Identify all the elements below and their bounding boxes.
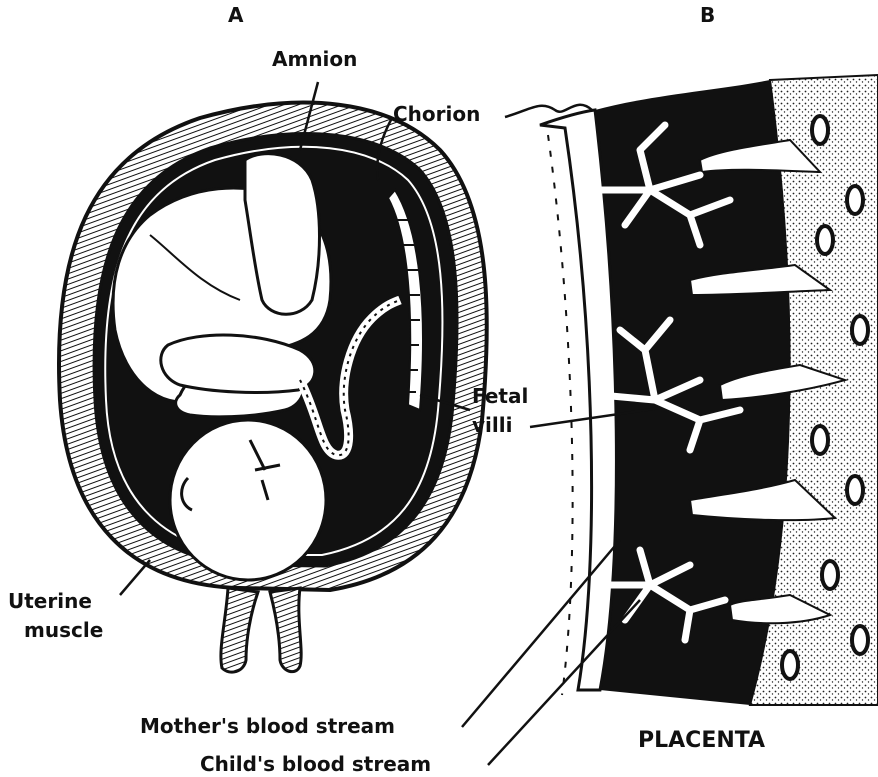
fetus-head (170, 420, 326, 580)
uterine-leader (120, 560, 150, 595)
panel-a-letter: A (228, 3, 244, 27)
placenta-figure (540, 75, 878, 705)
childs-blood-label: Child's blood stream (200, 752, 431, 776)
amnion-label: Amnion (272, 47, 357, 71)
cervix-right (270, 588, 301, 672)
mothers-blood-label: Mother's blood stream (140, 714, 395, 738)
panel-b-letter: B (700, 3, 715, 27)
chorionic-plate (540, 110, 616, 690)
cervix-left (221, 588, 258, 672)
fetal-villi-label-line2: villi (472, 413, 512, 437)
uterine-label-line1: Uterine (8, 589, 92, 613)
fetal-villi-label-line1: Fetal (472, 384, 528, 408)
chorion-label: Chorion (393, 102, 480, 126)
uterus-figure (59, 103, 487, 673)
placenta-label: PLACENTA (638, 728, 765, 753)
uterine-label-line2: muscle (24, 618, 103, 642)
